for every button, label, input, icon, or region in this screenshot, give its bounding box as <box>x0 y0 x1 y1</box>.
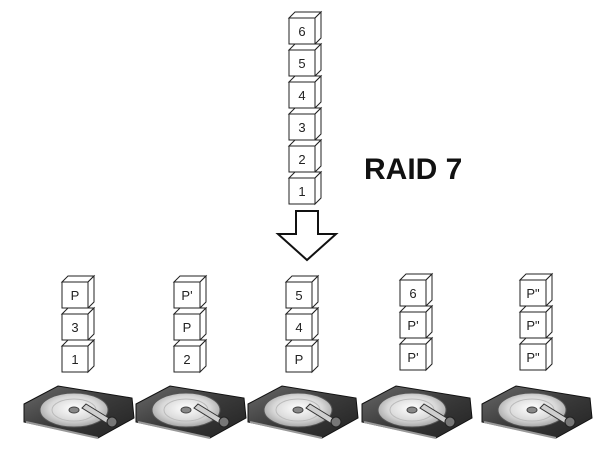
block-label: P' <box>407 318 418 333</box>
block-label: 1 <box>298 184 305 199</box>
disk-3-block-2: 4 <box>284 306 320 342</box>
raid-title: RAID 7 <box>364 153 462 186</box>
disk-4-block-2: P' <box>398 304 434 340</box>
disk-1-block-3: 1 <box>60 338 96 374</box>
disk-column-1: P 3 1 <box>23 274 135 439</box>
disk-5-block-1: P" <box>518 272 554 308</box>
block-label: 1 <box>71 352 78 367</box>
block-label: 3 <box>298 120 305 135</box>
disk-2-block-2: P <box>172 306 208 342</box>
block-label: P" <box>526 286 540 301</box>
disk-1-block-1: P <box>60 274 96 310</box>
disk-column-4: 6P' P' <box>361 272 473 439</box>
disk-5-block-2: P" <box>518 304 554 340</box>
down-arrow-icon <box>275 210 339 262</box>
block-label: P <box>71 288 80 303</box>
block-label: P" <box>526 318 540 333</box>
disk-column-5: P" P" P" <box>481 272 593 439</box>
block-label: P' <box>181 288 192 303</box>
input-block-stack: 6 5 4 3 2 1 <box>287 10 323 206</box>
disk-column-2: P' P 2 <box>135 274 247 439</box>
block-label: 5 <box>295 288 302 303</box>
input-block-1: 1 <box>287 170 323 206</box>
input-block-4: 4 <box>287 74 323 110</box>
hard-drive-icon <box>23 385 135 439</box>
block-label: 6 <box>298 24 305 39</box>
block-label: P <box>183 320 192 335</box>
block-label: 2 <box>298 152 305 167</box>
disk-4-block-3: P' <box>398 336 434 372</box>
hard-drive-icon <box>135 385 247 439</box>
input-block-2: 2 <box>287 138 323 174</box>
disk-2-block-1: P' <box>172 274 208 310</box>
block-label: 4 <box>298 88 305 103</box>
hard-drive-icon <box>247 385 359 439</box>
input-block-6: 6 <box>287 10 323 46</box>
disk-3-block-1: 5 <box>284 274 320 310</box>
input-block-5: 5 <box>287 42 323 78</box>
disk-4-block-1: 6 <box>398 272 434 308</box>
block-label: 6 <box>409 286 416 301</box>
disk-2-block-3: 2 <box>172 338 208 374</box>
hard-drive-icon <box>481 385 593 439</box>
block-label: P' <box>407 350 418 365</box>
disk-1-block-2: 3 <box>60 306 96 342</box>
block-label: 4 <box>295 320 302 335</box>
block-label: 5 <box>298 56 305 71</box>
disk-column-3: 5 4P <box>247 274 359 439</box>
hard-drive-icon <box>361 385 473 439</box>
block-label: P <box>295 352 304 367</box>
block-label: 2 <box>183 352 190 367</box>
disk-5-block-3: P" <box>518 336 554 372</box>
disk-3-block-3: P <box>284 338 320 374</box>
input-block-3: 3 <box>287 106 323 142</box>
block-label: P" <box>526 350 540 365</box>
block-label: 3 <box>71 320 78 335</box>
